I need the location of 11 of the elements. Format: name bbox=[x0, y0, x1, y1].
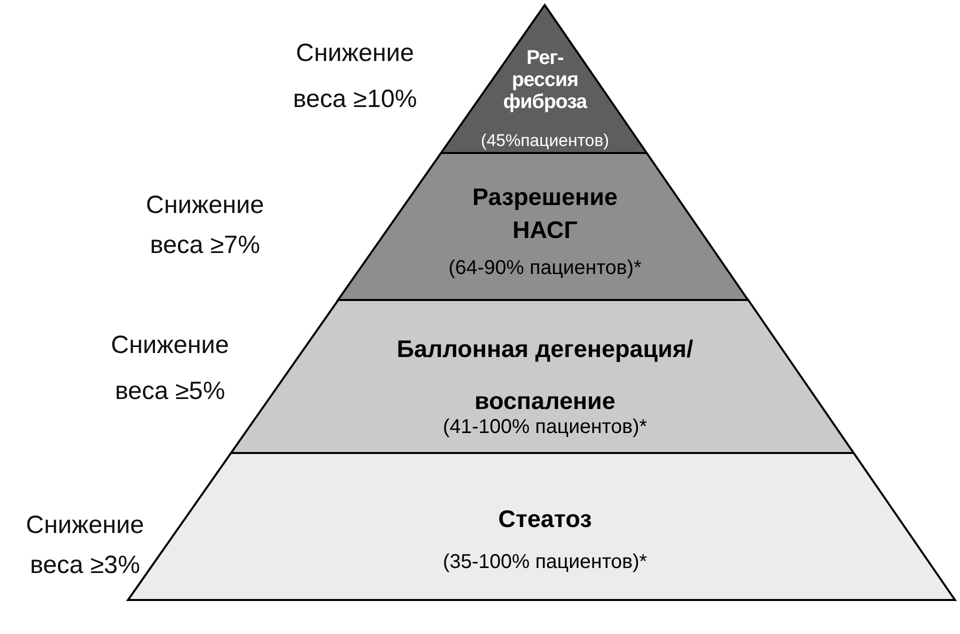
tier-note: (35-100% пациентов)* bbox=[442, 551, 648, 574]
tier-title: Рег- рессия фиброза bbox=[502, 47, 588, 113]
tier-title: Разрешение НАСГ bbox=[471, 183, 619, 246]
tier-note: (45%пациентов) bbox=[480, 131, 610, 151]
tier-title: Стеатоз bbox=[497, 505, 593, 535]
tier-note: (64-90% пациентов)* bbox=[447, 257, 642, 280]
tier-note: (41-100% пациентов)* bbox=[442, 416, 648, 439]
weight-loss-label: Снижение веса ≥5% bbox=[110, 330, 230, 407]
weight-loss-label: Снижение веса ≥3% bbox=[24, 510, 146, 581]
weight-loss-label: Снижение веса ≥7% bbox=[144, 190, 266, 261]
weight-loss-label: Снижение веса ≥10% bbox=[292, 38, 418, 115]
